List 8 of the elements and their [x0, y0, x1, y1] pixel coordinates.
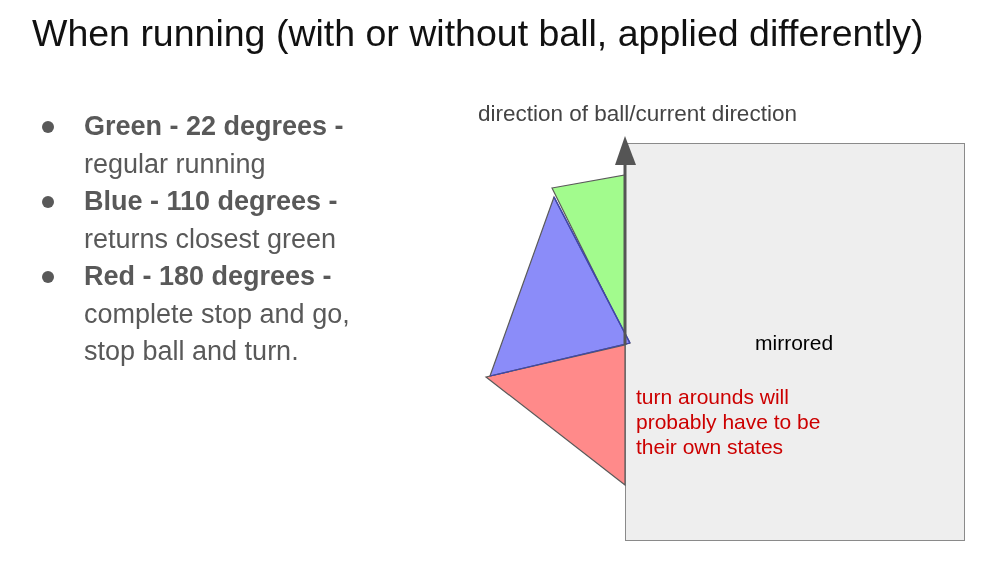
direction-label: direction of ball/current direction: [478, 100, 797, 127]
bullet-text: Green - 22 degrees - regular running: [84, 110, 345, 181]
region-box: [625, 143, 965, 541]
bullet-text: Red - 180 degrees - complete stop and go, stop ball and turn.: [84, 260, 351, 368]
title: When running (with or without ball, applied differently): [32, 11, 924, 55]
region-label: mirrored: [755, 330, 834, 355]
note-text: turn arounds will probably have to be their own states: [636, 384, 822, 459]
bullet-text: Blue - 110 degrees - returns closest green: [84, 185, 339, 256]
